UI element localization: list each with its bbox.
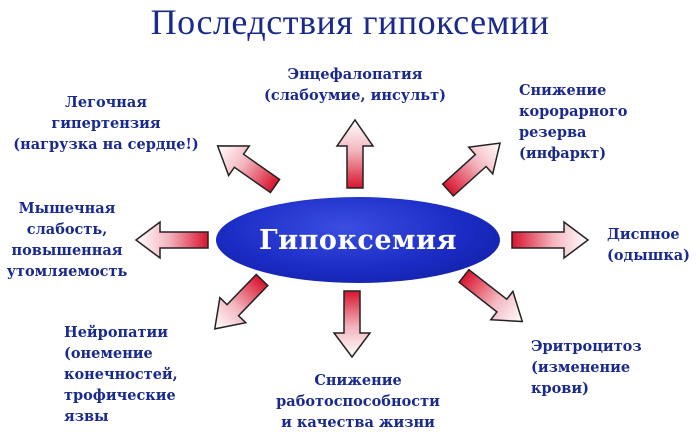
arrow-down-right [458, 268, 524, 323]
center-label: Гипоксемия [259, 224, 457, 256]
arrow-down [332, 290, 372, 359]
label-work: Снижение работоспособности и качества жи… [276, 372, 440, 431]
arrow-down-left [213, 273, 269, 330]
label-pulmonary: Легочная гипертензия (нагрузка на сердце… [13, 94, 199, 153]
arrow-right [511, 220, 590, 260]
arrow-up [335, 118, 375, 189]
center-ellipse: Гипоксемия [216, 197, 500, 283]
label-neuropathy: Нейропатии (онемение конечностей, трофич… [64, 324, 178, 425]
arrow-up-right [441, 142, 501, 198]
label-coronary: Снижение корорарного резерва (инфаркт) [519, 82, 628, 162]
label-erythrocytosis: Эритроцитоз (изменение крови) [531, 338, 642, 397]
arrow-left [134, 220, 209, 260]
arrow-up-left [216, 145, 281, 194]
label-dyspnea: Диспное (одышка) [607, 226, 691, 264]
label-muscle: Мышечная слабость, повышенная утомляемос… [6, 200, 128, 280]
diagram-title: Последствия гипоксемии [150, 2, 550, 42]
label-encephalopathy: Энцефалопатия (слабоумие, инсульт) [264, 66, 446, 104]
